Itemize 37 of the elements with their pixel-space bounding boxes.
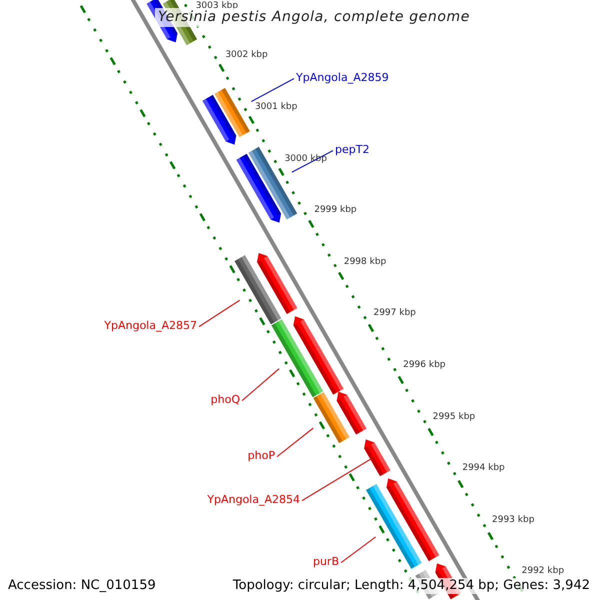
- gene-label: pepT2: [335, 143, 370, 156]
- gene-bar: [313, 392, 350, 444]
- gene-block: [236, 154, 282, 223]
- gene-label: phoP: [248, 449, 275, 462]
- gene-label: purB: [312, 555, 339, 568]
- leader-line: [340, 536, 376, 564]
- tick-label: 3001 kbp: [254, 102, 298, 113]
- tick-label: 2996 kbp: [403, 360, 446, 371]
- gene-block: [386, 478, 440, 562]
- gene-label: YpAngola_A2854: [207, 493, 300, 506]
- leader-line: [302, 458, 371, 502]
- tick-label: 2993 kbp: [492, 514, 534, 526]
- gene-bar: [366, 484, 422, 569]
- tick-label: 2994 kbp: [462, 463, 505, 474]
- tick-label: 2999 kbp: [314, 205, 357, 216]
- gene-block: [256, 252, 298, 314]
- tick-label: 3003 kbp: [196, 1, 238, 11]
- leader-line: [276, 428, 314, 458]
- gene-label: phoQ: [210, 393, 240, 406]
- tick-label: 2997 kbp: [373, 308, 416, 320]
- tick-label: 2992 kbp: [522, 566, 564, 578]
- gene-label: YpAngola_A2857: [104, 319, 197, 332]
- gene-block: [336, 392, 366, 435]
- leader-line: [242, 368, 280, 402]
- tick-label: 2998 kbp: [344, 256, 386, 268]
- gene-block: [364, 439, 390, 476]
- gene-label: YpAngola_A2859: [296, 71, 389, 84]
- gene-bar: [234, 255, 282, 324]
- leader-line: [250, 78, 294, 102]
- gene-bar: [271, 319, 324, 398]
- accession-text: Accession: NC_010159: [6, 578, 158, 594]
- leader-line: [198, 300, 240, 328]
- gene-bar: [214, 88, 250, 138]
- tick-label: 3002 kbp: [225, 50, 268, 62]
- gene-block: [202, 94, 236, 145]
- tick-label: 2995 kbp: [432, 412, 476, 422]
- gene-block: [293, 316, 344, 395]
